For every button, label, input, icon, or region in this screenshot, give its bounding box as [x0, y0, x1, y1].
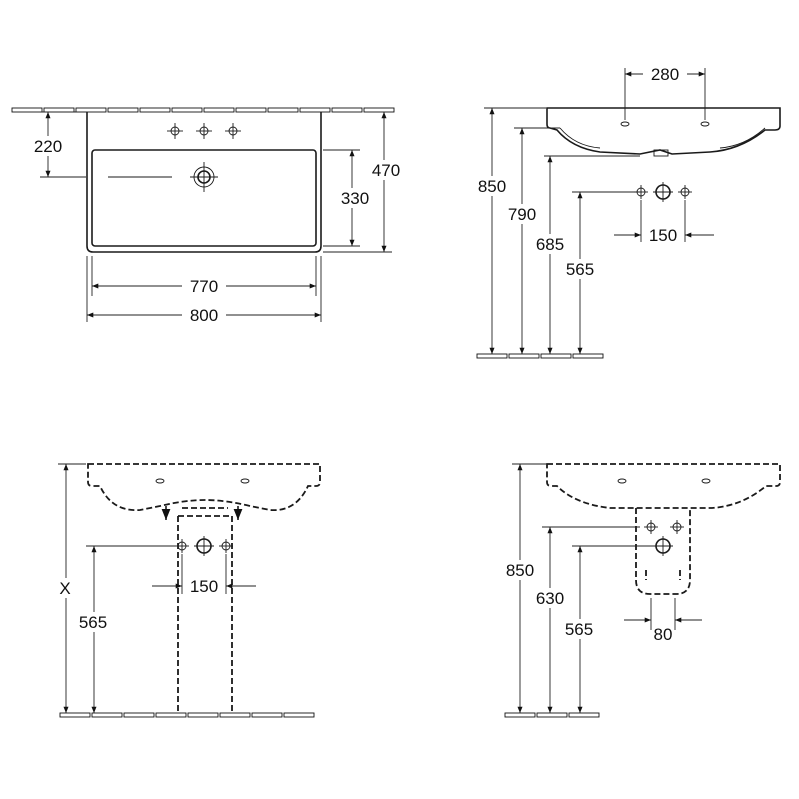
dim-800: 800 [190, 306, 218, 325]
dim-565-pedestal: 565 [565, 620, 593, 639]
dim-685: 685 [536, 235, 564, 254]
dim-770: 770 [190, 277, 218, 296]
dim-x: X [59, 579, 70, 598]
front-waste-holes [175, 536, 233, 556]
basin-side-dashed [546, 463, 781, 509]
dim-80: 80 [654, 625, 673, 644]
dim-565: 565 [566, 260, 594, 279]
dim-280: 280 [651, 65, 679, 84]
drain [108, 162, 218, 192]
dim-630: 630 [536, 589, 564, 608]
wall-strip [11, 107, 395, 113]
front-pedestal-view: 150 X 565 [54, 463, 321, 718]
side-view: 280 850 790 685 565 [472, 64, 781, 359]
dim-150-front: 150 [190, 577, 218, 596]
basin-outline [86, 112, 322, 253]
top-view: 220 330 470 770 800 [11, 107, 406, 325]
dim-470: 470 [372, 161, 400, 180]
pedestal-dashed [177, 515, 233, 713]
side-pedestal-floor [504, 712, 600, 718]
dim-220: 220 [34, 137, 62, 156]
dim-150-side: 150 [649, 226, 677, 245]
side-pedestal-holes [644, 520, 684, 556]
front-floor [59, 712, 315, 718]
basin-profile [546, 107, 781, 155]
side-floor [476, 353, 604, 359]
tap-holes [167, 123, 241, 139]
side-pedestal-view: 80 850 630 565 [500, 463, 781, 718]
basin-front-dashed [87, 463, 321, 511]
bowl-outline [91, 149, 317, 247]
dim-850-pedestal: 850 [506, 561, 534, 580]
side-pedestal-dashed [635, 508, 691, 595]
dim-330: 330 [341, 189, 369, 208]
dim-850: 850 [478, 177, 506, 196]
side-waste-holes [634, 182, 692, 202]
dim-565-front: 565 [79, 613, 107, 632]
dim-790: 790 [508, 205, 536, 224]
